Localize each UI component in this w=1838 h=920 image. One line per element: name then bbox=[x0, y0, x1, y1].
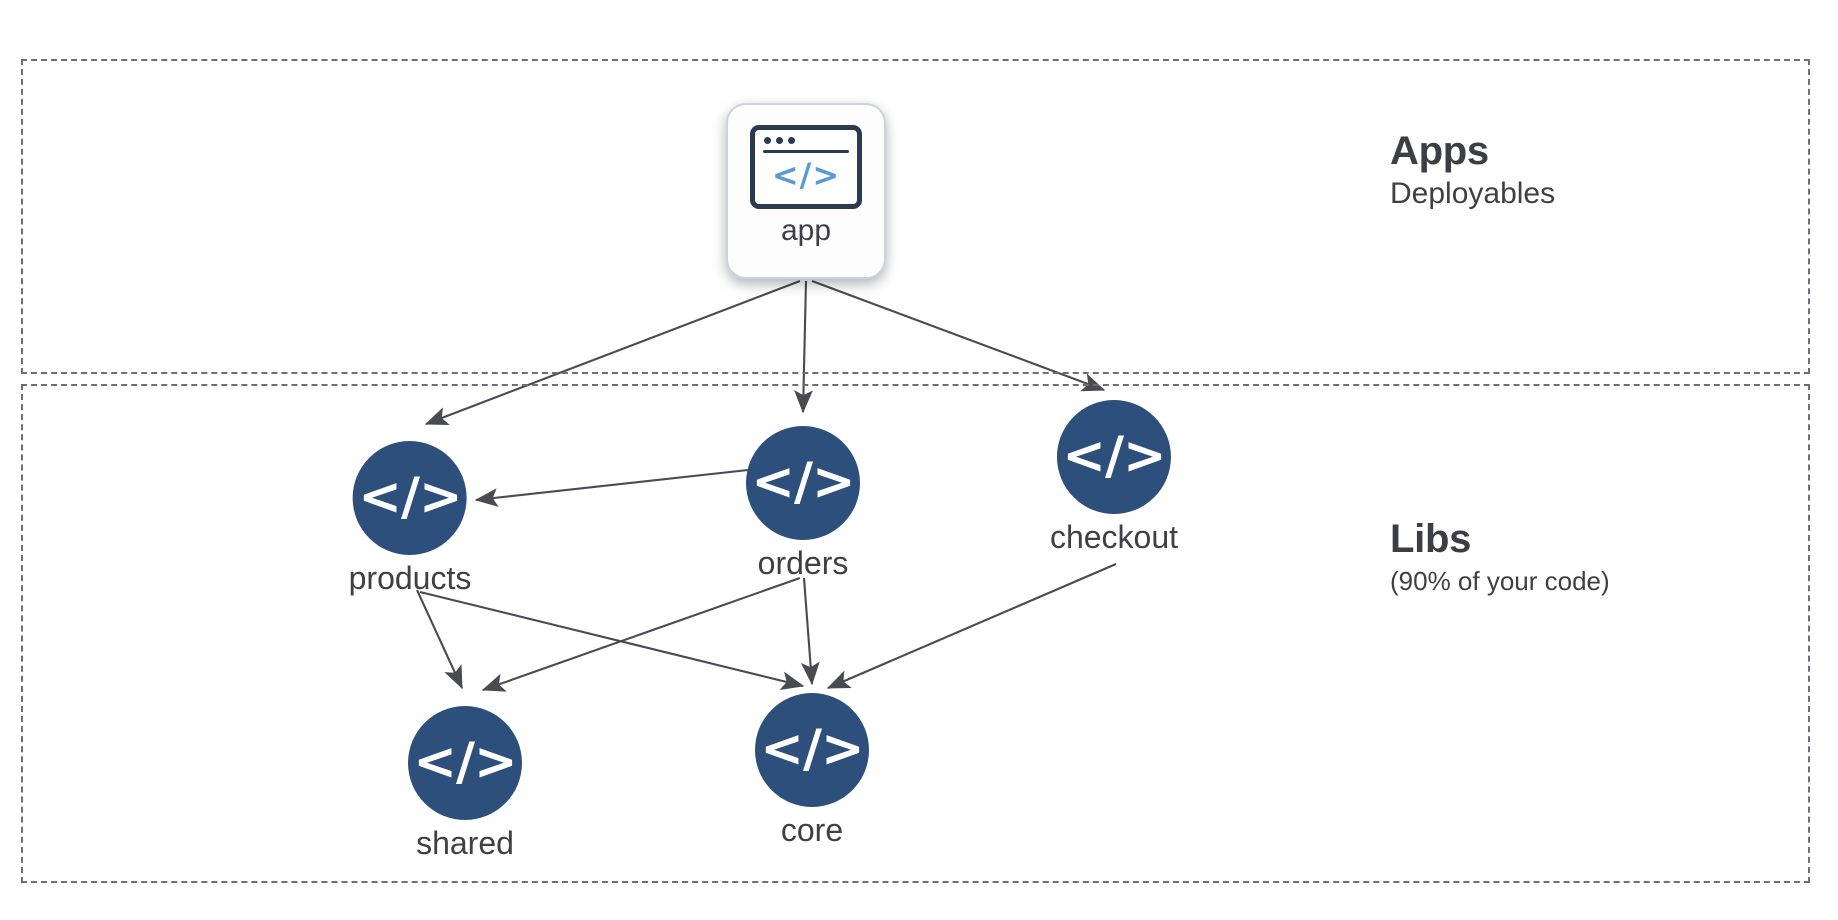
node-label-core: core bbox=[780, 812, 844, 848]
edge-app-to-orders bbox=[794, 280, 813, 414]
node-label-products: products bbox=[348, 560, 472, 596]
code-glyph-app: </> bbox=[771, 156, 841, 194]
code-circle-icon-products: </> bbox=[352, 441, 467, 555]
code-glyph-orders: </> bbox=[751, 451, 855, 512]
code-glyph-products: </> bbox=[358, 466, 462, 527]
node-label-checkout: checkout bbox=[1049, 519, 1179, 555]
zone-title-apps: Apps bbox=[1390, 129, 1489, 173]
edge-orders-to-core bbox=[800, 577, 820, 686]
edge-products-to-core bbox=[419, 590, 805, 690]
code-glyph-checkout: </> bbox=[1062, 425, 1166, 486]
node-label-app: app bbox=[780, 214, 832, 247]
node-app[interactable]: </> app bbox=[726, 103, 886, 279]
edge-app-to-checkout bbox=[811, 280, 1106, 392]
node-shared[interactable]: </> shared bbox=[408, 706, 522, 861]
zone-caption-libs: Libs (90% of your code) bbox=[1390, 518, 1610, 598]
edge-products-to-shared bbox=[416, 589, 463, 690]
node-core[interactable]: </> core bbox=[755, 693, 869, 848]
code-glyph-core: </> bbox=[760, 718, 864, 779]
node-products[interactable]: </> products bbox=[348, 441, 472, 596]
code-glyph-shared: </> bbox=[413, 731, 517, 792]
code-circle-icon-core: </> bbox=[755, 693, 869, 807]
edge-orders-to-shared bbox=[481, 577, 801, 692]
node-orders[interactable]: </> orders bbox=[746, 426, 860, 581]
zone-caption-apps: Apps Deployables bbox=[1390, 130, 1555, 212]
edge-app-to-products bbox=[424, 280, 801, 426]
code-circle-icon-orders: </> bbox=[746, 426, 860, 540]
edge-checkout-to-core bbox=[826, 563, 1117, 689]
zone-subtitle-apps: Deployables bbox=[1390, 177, 1556, 211]
node-checkout[interactable]: </> checkout bbox=[1050, 400, 1178, 555]
browser-window-code-icon: </> bbox=[750, 125, 862, 209]
zone-subtitle-libs: (90% of your code) bbox=[1390, 566, 1610, 597]
node-label-orders: orders bbox=[757, 545, 849, 581]
window-titlebar-rule bbox=[763, 150, 849, 153]
code-circle-icon-checkout: </> bbox=[1056, 400, 1171, 514]
code-circle-icon-shared: </> bbox=[408, 706, 522, 820]
edge-orders-to-products bbox=[474, 468, 749, 507]
node-label-shared: shared bbox=[416, 825, 514, 861]
zone-title-libs: Libs bbox=[1390, 517, 1472, 561]
window-dots-icon bbox=[764, 137, 795, 144]
